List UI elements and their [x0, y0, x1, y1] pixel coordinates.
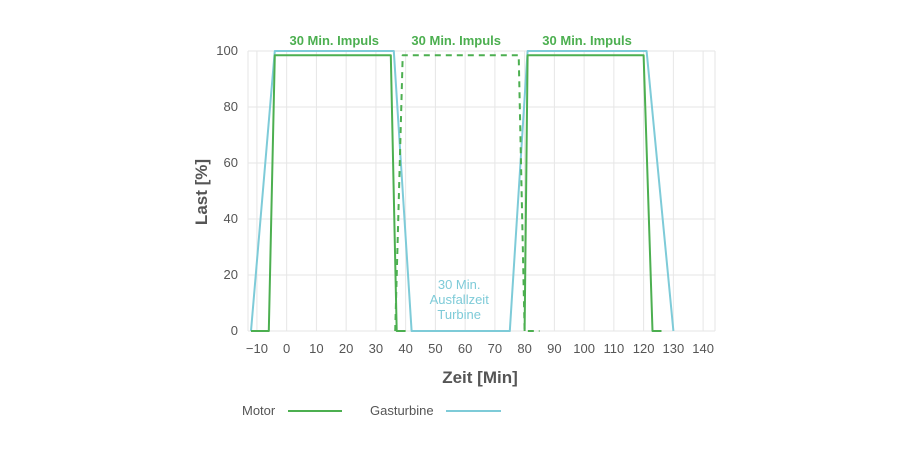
x-tick-label: 60	[458, 341, 472, 356]
legend-label-gasturbine: Gasturbine	[370, 403, 434, 418]
x-tick-label: 140	[692, 341, 714, 356]
x-tick-label: 0	[283, 341, 290, 356]
annotation-impuls-label: 30 Min. Impuls	[542, 33, 632, 48]
y-tick-label: 100	[216, 43, 238, 58]
x-tick-label: 40	[398, 341, 412, 356]
y-tick-label: 60	[224, 155, 238, 170]
annotation-line: Turbine	[437, 307, 481, 322]
x-tick-label: 120	[633, 341, 655, 356]
annotation-line: Ausfallzeit	[430, 292, 490, 307]
y-tick-label: 40	[224, 211, 238, 226]
series-line-motor-dashed	[394, 54, 540, 332]
y-tick-label: 20	[224, 267, 238, 282]
y-tick-label: 80	[224, 99, 238, 114]
annotation-impuls-label: 30 Min. Impuls	[411, 33, 501, 48]
series-lines	[250, 50, 675, 332]
legend-label-motor: Motor	[242, 403, 276, 418]
y-tick-label: 0	[231, 323, 238, 338]
x-tick-label: 100	[573, 341, 595, 356]
series-line-motor	[251, 54, 406, 332]
x-tick-label: 110	[603, 341, 624, 356]
y-axis-title: Last [%]	[192, 159, 211, 225]
x-tick-label: 10	[309, 341, 323, 356]
x-axis-title: Zeit [Min]	[442, 368, 518, 387]
x-tick-label: 80	[517, 341, 531, 356]
series-line-motor	[523, 54, 662, 332]
legend: Motor Gasturbine	[242, 403, 501, 418]
x-tick-label: 70	[488, 341, 502, 356]
x-tick-label: 50	[428, 341, 442, 356]
annotation-line: 30 Min.	[438, 277, 481, 292]
annotations: 30 Min. Impuls 30 Min. Impuls 30 Min. Impu…	[289, 33, 631, 322]
x-tick-label: 30	[369, 341, 383, 356]
x-tick-label: 90	[547, 341, 561, 356]
x-tick-label: −10	[246, 341, 268, 356]
annotation-impuls-label: 30 Min. Impuls	[289, 33, 379, 48]
tick-labels: −10 0 10 20 30 40 50 60 70 80 90 100 110 120 130 140 0 20…	[216, 43, 714, 356]
series-line-gasturbine	[250, 50, 675, 332]
x-tick-label: 20	[339, 341, 353, 356]
x-tick-label: 130	[663, 341, 685, 356]
